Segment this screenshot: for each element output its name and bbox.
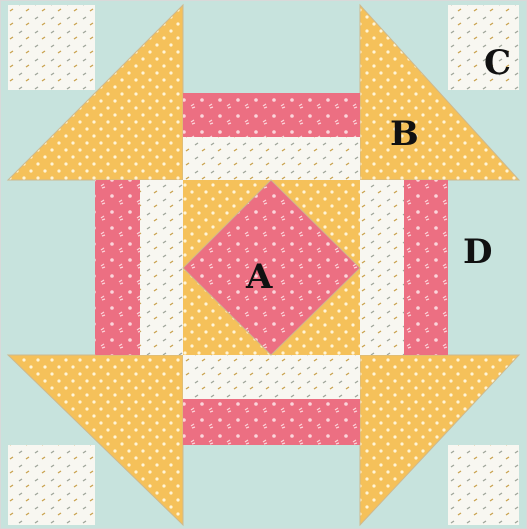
label-b: B xyxy=(390,117,419,151)
corner-square-bottom-right xyxy=(448,445,519,525)
rail-right-pink xyxy=(404,180,448,355)
rail-bottom-cream xyxy=(183,355,360,399)
rail-left-pink xyxy=(95,180,140,355)
corner-square-bottom-left xyxy=(8,445,95,525)
rail-bottom-pink xyxy=(183,399,360,445)
rail-left-cream xyxy=(140,180,183,355)
label-c: C xyxy=(484,46,511,80)
rail-right-cream xyxy=(360,180,404,355)
label-a: A xyxy=(246,260,272,294)
corner-square-top-left xyxy=(8,5,95,90)
rail-top-pink xyxy=(183,93,360,137)
label-d: D xyxy=(463,235,492,269)
rail-top-cream xyxy=(183,137,360,180)
